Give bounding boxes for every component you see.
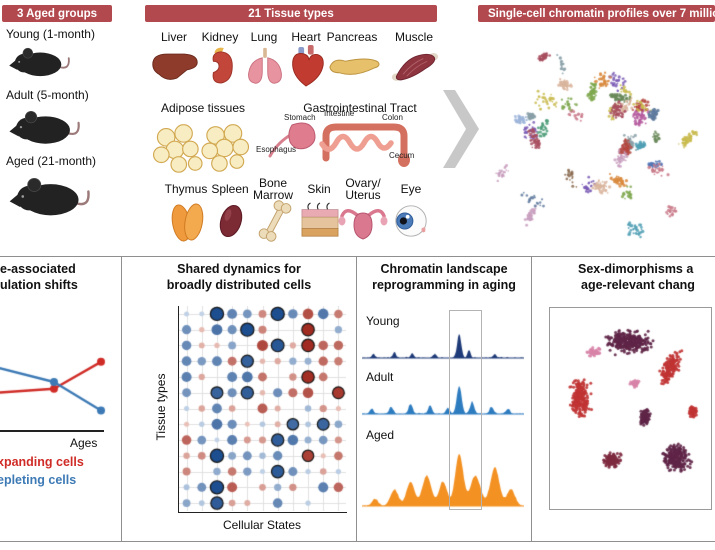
divider-top — [0, 256, 715, 257]
p2-title-line2: broadly distributed cells — [166, 278, 312, 292]
p1-x-axis-label: Ages — [70, 436, 98, 450]
profiles-banner: Single-cell chromatin profiles over 7 mi… — [478, 5, 715, 22]
sex-umap — [550, 308, 711, 509]
liver-icon — [152, 53, 198, 80]
p1-x-axis — [0, 430, 104, 432]
p3-title-line2: reprogramming in aging — [372, 278, 516, 292]
tissue-label-eye: Eye — [400, 182, 422, 196]
divider-v1 — [121, 257, 122, 541]
p2-title-line1: Shared dynamics for — [177, 262, 301, 276]
divider-v2 — [356, 257, 357, 541]
tissue-label-heart: Heart — [291, 30, 321, 44]
gi-part-colon: Colon — [382, 113, 403, 122]
young-mouse-icon — [9, 47, 70, 77]
tissue-label-thymus: Thymus — [164, 182, 208, 196]
p1-legend-expanding: xpanding cells — [0, 455, 84, 469]
p4-title-line2: age-relevant chang — [581, 278, 695, 292]
divider-v3 — [531, 257, 532, 541]
tissue-label-lung: Lung — [250, 30, 278, 44]
heart-icon — [292, 45, 324, 87]
tissue-label-ovary: Ovary/ — [345, 176, 381, 190]
gi-part-stomach: Stomach — [284, 113, 316, 122]
ovary-uterus-icon — [338, 209, 388, 240]
right-arrow-icon — [443, 90, 479, 168]
gi-part-intestine: Intestine — [324, 109, 355, 118]
p1-legend-depleting: epleting cells — [0, 473, 77, 487]
gi-part-cecum: Cecum — [389, 151, 415, 160]
gastrointestinal-tract-icon — [268, 122, 410, 167]
tissues-banner: 21 Tissue types — [145, 5, 437, 22]
kidney-icon — [212, 47, 233, 84]
adipose-icon — [152, 124, 250, 173]
skin-icon — [301, 202, 339, 237]
bone-marrow-icon — [258, 200, 292, 242]
tissue-label-liver: Liver — [160, 30, 187, 44]
spleen-icon — [219, 204, 243, 238]
umap-scatter — [484, 28, 714, 254]
p1-title-line1: e-associated — [0, 262, 76, 276]
tissue-label-uterus: Uterus — [345, 188, 381, 202]
tissue-label-pancreas: Pancreas — [326, 30, 378, 44]
pancreas-icon — [329, 58, 380, 75]
p3-title-line1: Chromatin landscape — [380, 262, 508, 276]
p3-highlight-box — [449, 310, 482, 510]
thymus-icon — [171, 203, 204, 242]
p2-plot-frame — [178, 306, 347, 513]
tissue-label-kidney: Kidney — [201, 30, 239, 44]
p4-title-line1: Sex-dimorphisms a — [578, 262, 694, 276]
p2-y-axis-label: Tissue types — [154, 373, 168, 441]
tissue-label-spleen: Spleen — [211, 182, 249, 196]
p4-plot-frame — [549, 307, 712, 510]
muscle-icon — [391, 53, 439, 81]
adipose-label: Adipose tissues — [160, 101, 246, 115]
group-aged-label: Aged (21-month) — [6, 154, 97, 168]
p2-x-axis-label: Cellular States — [222, 518, 302, 532]
tissue-label-muscle: Muscle — [394, 30, 433, 44]
tissue-label-bone: Bone — [258, 176, 288, 190]
tissue-label-marrow: Marrow — [252, 188, 293, 202]
p1-title-line2: ulation shifts — [0, 278, 78, 292]
gi-label: Gastrointestinal Tract — [303, 101, 417, 115]
dot-plot — [179, 306, 346, 511]
lung-icon — [248, 47, 282, 84]
adult-mouse-icon — [9, 110, 80, 144]
population-line-chart — [0, 332, 112, 432]
group-adult-label: Adult (5-month) — [6, 88, 89, 102]
group-young-label: Young (1-month) — [6, 27, 95, 41]
aged-mouse-icon — [9, 178, 90, 216]
eye-icon — [395, 205, 427, 237]
aged-groups-banner: 3 Aged groups — [2, 5, 112, 22]
coverage-tracks — [362, 310, 524, 510]
gi-part-esophagus: Esophagus — [256, 145, 297, 154]
divider-bottom — [0, 541, 715, 542]
tissue-label-skin: Skin — [307, 182, 331, 196]
